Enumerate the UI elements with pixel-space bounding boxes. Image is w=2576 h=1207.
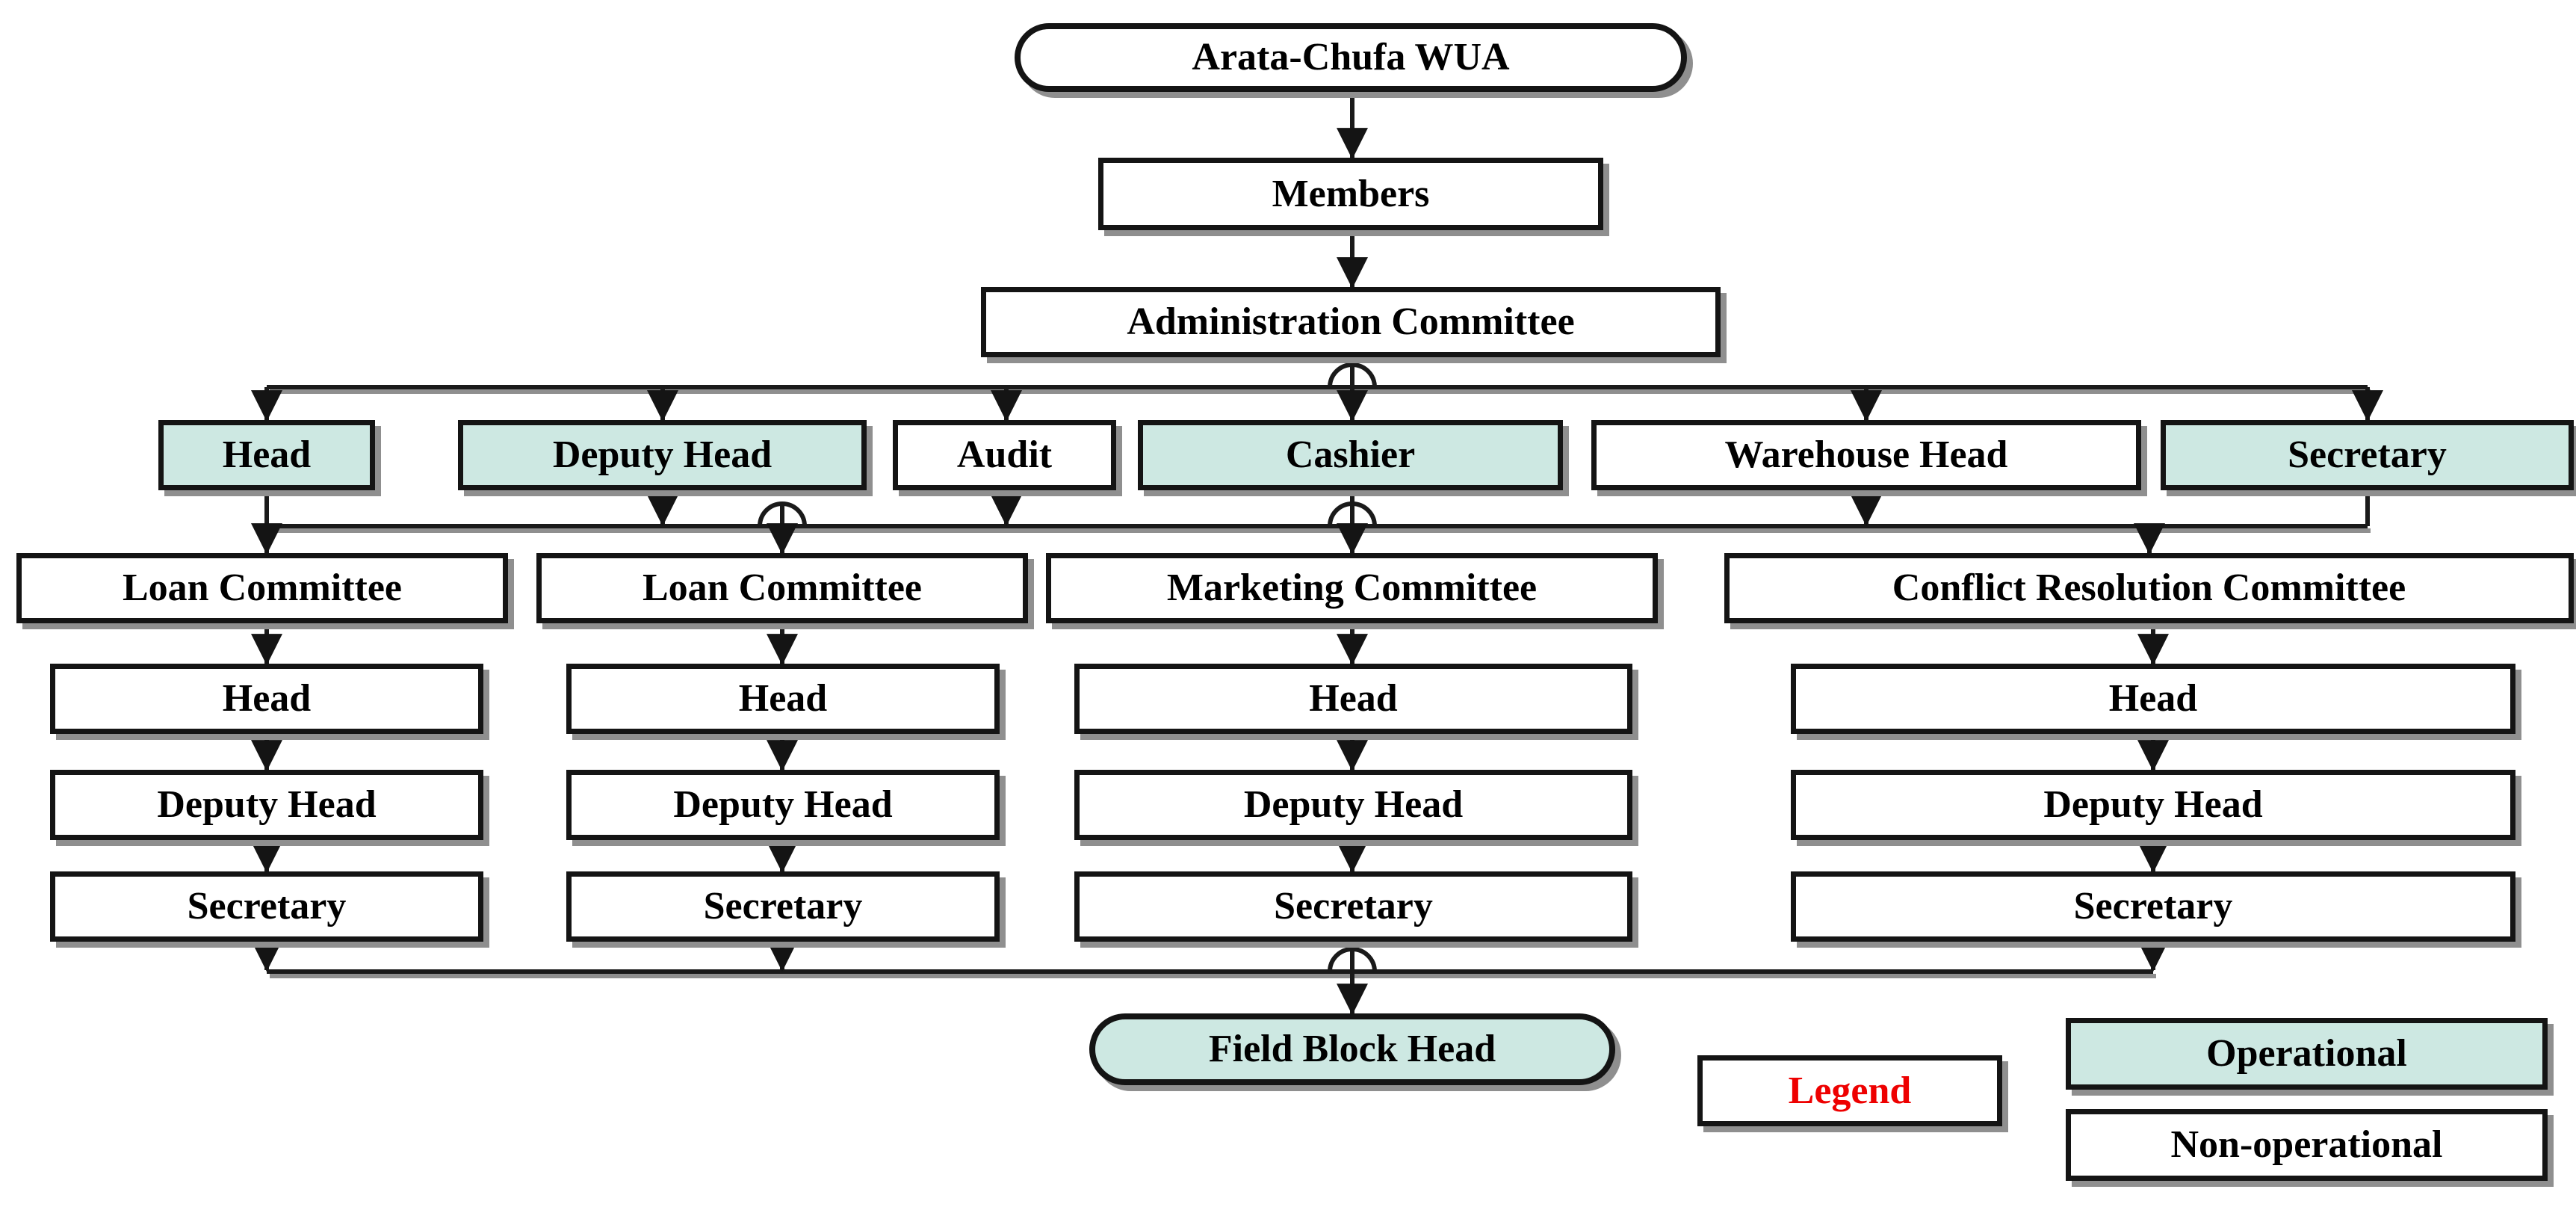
committee-4-deputy-head: Deputy Head <box>1791 770 2515 840</box>
officer-deputy-head: Deputy Head <box>458 420 867 490</box>
officer-secretary: Secretary <box>2161 420 2574 490</box>
node-administration-committee: Administration Committee <box>981 287 1721 357</box>
committee-conflict-resolution: Conflict Resolution Committee <box>1724 553 2574 623</box>
committee-loan-1: Loan Committee <box>16 553 508 623</box>
committee-1-deputy-head: Deputy Head <box>50 770 483 840</box>
node-field-block-head: Field Block Head <box>1089 1013 1615 1085</box>
committee-4-head: Head <box>1791 664 2515 734</box>
committee-4-secretary: Secretary <box>1791 871 2515 942</box>
officer-warehouse-head: Warehouse Head <box>1591 420 2141 490</box>
committee-1-secretary: Secretary <box>50 871 483 942</box>
legend-item-non-operational: Non-operational <box>2066 1109 2548 1181</box>
committee-2-deputy-head: Deputy Head <box>566 770 1000 840</box>
legend-title-box: Legend <box>1697 1055 2002 1126</box>
committee-marketing: Marketing Committee <box>1046 553 1658 623</box>
committee-3-secretary: Secretary <box>1074 871 1632 942</box>
bus-line-shadows <box>270 389 2371 978</box>
node-root: Arata-Chufa WUA <box>1015 23 1687 92</box>
committee-3-head: Head <box>1074 664 1632 734</box>
officer-head: Head <box>158 420 375 490</box>
arrow-connectors <box>251 92 2383 1016</box>
committee-loan-2: Loan Committee <box>536 553 1028 623</box>
committee-2-secretary: Secretary <box>566 871 1000 942</box>
officer-cashier: Cashier <box>1138 420 1563 490</box>
legend-item-operational: Operational <box>2066 1018 2548 1090</box>
committee-1-head: Head <box>50 664 483 734</box>
officer-audit: Audit <box>893 420 1116 490</box>
committee-3-deputy-head: Deputy Head <box>1074 770 1632 840</box>
node-members: Members <box>1098 158 1603 230</box>
committee-2-head: Head <box>566 664 1000 734</box>
bus-lines <box>267 385 2368 974</box>
